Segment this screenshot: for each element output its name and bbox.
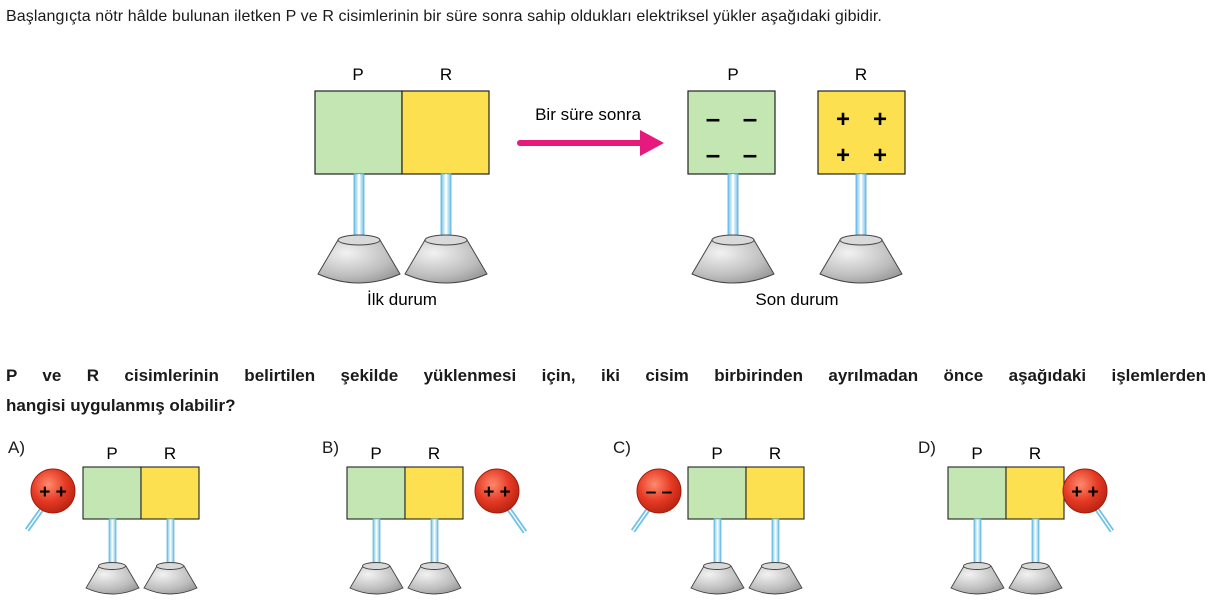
question-line-2: hangisi uygulanmış olabilir? bbox=[6, 396, 236, 415]
option-b-label-p: P bbox=[370, 444, 381, 463]
question-line-1: P ve R cisimlerinin belirtilen şekilde y… bbox=[6, 366, 1206, 385]
charged-rod: + + bbox=[1062, 468, 1115, 533]
charge-p-4: – bbox=[743, 139, 757, 169]
conductor-r-final bbox=[817, 90, 906, 175]
charge-r-3: + bbox=[836, 142, 850, 169]
option-b-letter[interactable]: B) bbox=[322, 438, 339, 457]
option-c-label-p: P bbox=[711, 444, 722, 463]
conductor-p-final bbox=[687, 90, 776, 175]
charge-r-1: + bbox=[836, 106, 850, 133]
label-p-initial: P bbox=[352, 65, 363, 84]
charge-p-1: – bbox=[706, 103, 720, 133]
option-b-label-r: R bbox=[428, 444, 440, 463]
option-a-figure: P R + + bbox=[24, 444, 200, 595]
arrow-label: Bir süre sonra bbox=[535, 105, 641, 124]
label-r-initial: R bbox=[440, 65, 452, 84]
stand-r-initial bbox=[404, 173, 488, 284]
conductor-p-initial bbox=[314, 90, 403, 175]
option-c-rod-charge: – – bbox=[646, 482, 672, 503]
charge-r-4: + bbox=[873, 142, 887, 169]
stand-p-final bbox=[691, 173, 775, 284]
charge-r-2: + bbox=[873, 106, 887, 133]
option-c-figure: P R – – bbox=[630, 444, 805, 595]
caption-final: Son durum bbox=[755, 290, 838, 309]
option-a-rod-charge: + + bbox=[39, 482, 66, 503]
stand-p-initial bbox=[317, 173, 401, 284]
option-b-rod-charge: + + bbox=[483, 482, 510, 503]
initial-state: P R İlk durum bbox=[314, 65, 490, 309]
stand-r-final bbox=[819, 173, 903, 284]
charged-rod: + + bbox=[474, 468, 528, 534]
arrow-head-icon bbox=[640, 130, 664, 156]
option-c-letter[interactable]: C) bbox=[613, 438, 631, 457]
label-r-final: R bbox=[855, 65, 867, 84]
charge-p-3: – bbox=[706, 139, 720, 169]
charged-rod: – – bbox=[630, 468, 682, 533]
conductor-r-initial bbox=[401, 90, 490, 175]
option-a-label-r: R bbox=[164, 444, 176, 463]
option-d-letter[interactable]: D) bbox=[918, 438, 936, 457]
charged-rod: + + bbox=[24, 468, 76, 532]
option-d-label-p: P bbox=[971, 444, 982, 463]
option-a-letter[interactable]: A) bbox=[8, 438, 25, 457]
option-c-label-r: R bbox=[769, 444, 781, 463]
option-d-rod-charge: + + bbox=[1071, 482, 1098, 503]
time-arrow: Bir süre sonra bbox=[517, 105, 664, 156]
option-b-figure: P R + + bbox=[346, 444, 528, 595]
option-d-label-r: R bbox=[1029, 444, 1041, 463]
intro-text: Başlangıçta nötr hâlde bulunan iletken P… bbox=[6, 8, 882, 25]
option-a-label-p: P bbox=[106, 444, 117, 463]
charge-p-2: – bbox=[743, 103, 757, 133]
caption-initial: İlk durum bbox=[367, 290, 437, 309]
option-d-figure: P R + + bbox=[947, 444, 1115, 595]
final-state: P R – – – – + + + + Son durum bbox=[687, 65, 906, 309]
label-p-final: P bbox=[727, 65, 738, 84]
